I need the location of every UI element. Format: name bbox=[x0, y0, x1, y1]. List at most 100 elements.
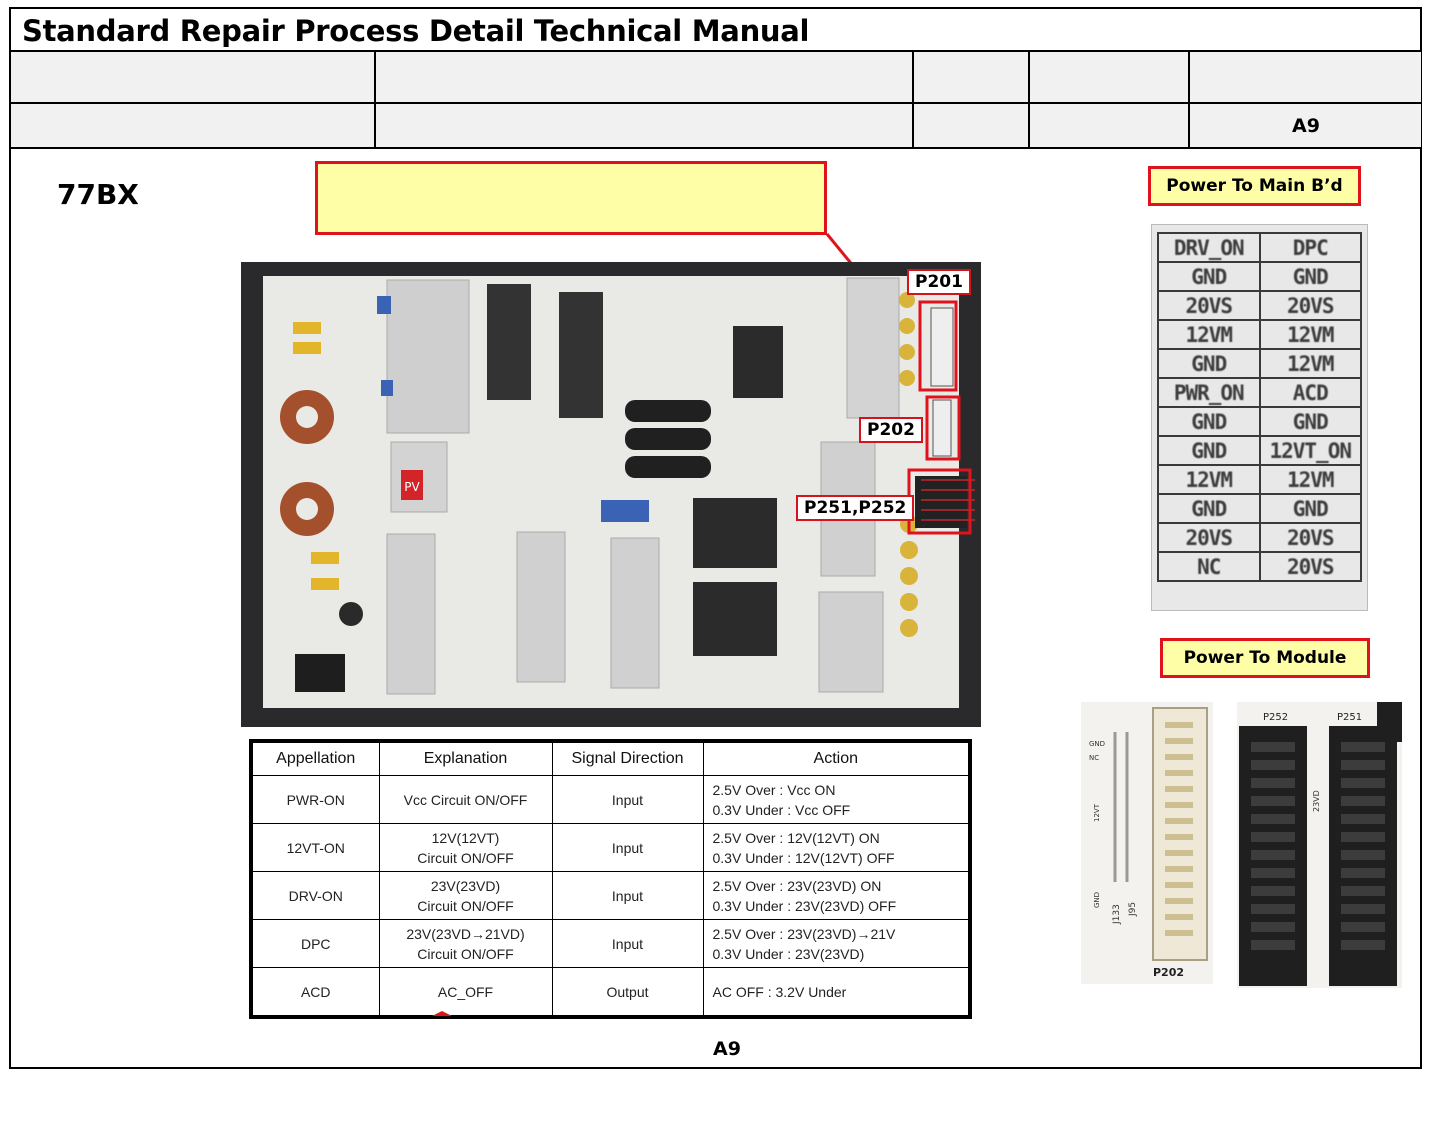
cell-explanation: 12V(12VT)Circuit ON/OFF bbox=[378, 823, 553, 872]
pin-map-cell: 12VT_ON bbox=[1258, 435, 1362, 466]
cell-direction: Input bbox=[551, 871, 704, 920]
header-grid bbox=[11, 52, 1421, 148]
pin-map-cell: PWR_ON bbox=[1157, 377, 1261, 408]
power-to-module-tag: Power To Module bbox=[1160, 638, 1370, 678]
connector-label-p202: P202 bbox=[859, 417, 923, 443]
red-caret-mark bbox=[432, 1011, 452, 1016]
header-row-divider bbox=[11, 102, 1421, 104]
power-board-photo: PV bbox=[241, 262, 981, 727]
pin-map-cell: DRV_ON bbox=[1157, 232, 1261, 263]
pin-map-cell: 12VM bbox=[1157, 464, 1261, 495]
pin-map-cell: 12VM bbox=[1157, 319, 1261, 350]
header-col-divider bbox=[912, 52, 914, 148]
cell-explanation: 23V(23VD→21VD)Circuit ON/OFF bbox=[378, 919, 553, 968]
cell-explanation: 23V(23VD)Circuit ON/OFF bbox=[378, 871, 553, 920]
p202-connector-photo: GND NC 12VT GND J133 J95 P202 bbox=[1081, 702, 1213, 984]
col-header: Signal Direction bbox=[551, 740, 704, 776]
pin-map-cell: GND bbox=[1157, 406, 1261, 437]
cell-direction: Input bbox=[551, 919, 704, 968]
table-row: 12VT-ON 12V(12VT)Circuit ON/OFF Input 2.… bbox=[250, 823, 971, 872]
pin-map-cell: GND bbox=[1258, 493, 1362, 524]
p251-p252-connector-photo: P252 P251 23VD bbox=[1237, 702, 1402, 988]
connector-label-p251-p252: P251,P252 bbox=[796, 495, 915, 521]
table-row: PWR-ON Vcc Circuit ON/OFF Input 2.5V Ove… bbox=[250, 775, 971, 824]
col-header: Appellation bbox=[250, 740, 380, 776]
photo-label-p202: P202 bbox=[1153, 966, 1184, 979]
cell-appellation: 12VT-ON bbox=[250, 823, 380, 872]
pin-map-cell: 20VS bbox=[1157, 290, 1261, 321]
pin-map-cell: DPC bbox=[1258, 232, 1362, 263]
pv-label: PV bbox=[404, 480, 420, 494]
header-bottom-divider bbox=[9, 147, 1422, 149]
cell-explanation: Vcc Circuit ON/OFF bbox=[378, 775, 553, 824]
photo-label-p251: P251 bbox=[1337, 712, 1362, 723]
pin-map-cell: NC bbox=[1157, 551, 1261, 582]
pin-map-cell: 12VM bbox=[1258, 464, 1362, 495]
silk-label: 12VT bbox=[1093, 803, 1101, 822]
model-label: 77BX bbox=[57, 178, 139, 211]
cell-direction: Output bbox=[551, 967, 704, 1018]
col-header: Explanation bbox=[378, 740, 553, 776]
cell-direction: Input bbox=[551, 775, 704, 824]
pin-map-cell: 20VS bbox=[1258, 290, 1362, 321]
title-divider bbox=[11, 50, 1421, 52]
cell-appellation: ACD bbox=[250, 967, 380, 1018]
photo-label-p252: P252 bbox=[1263, 712, 1288, 723]
silk-label: J133 bbox=[1112, 904, 1122, 925]
pin-map-cell: GND bbox=[1157, 348, 1261, 379]
cell-explanation: AC_OFF bbox=[378, 967, 553, 1018]
cell-appellation: DPC bbox=[250, 919, 380, 968]
header-col-divider bbox=[1028, 52, 1030, 148]
pin-map-cell: GND bbox=[1157, 435, 1261, 466]
cell-direction: Input bbox=[551, 823, 704, 872]
callout-note-box bbox=[315, 161, 827, 235]
pin-map-cell: GND bbox=[1258, 261, 1362, 292]
pin-map-cell: GND bbox=[1157, 261, 1261, 292]
pin-map-cell: 20VS bbox=[1157, 522, 1261, 553]
silk-label: J95 bbox=[1128, 902, 1138, 917]
footer-doc-code: A9 bbox=[713, 1038, 741, 1060]
table-row: DRV-ON 23V(23VD)Circuit ON/OFF Input 2.5… bbox=[250, 871, 971, 920]
connector-label-p201: P201 bbox=[907, 269, 971, 295]
header-col-divider bbox=[1188, 52, 1190, 148]
pin-map-cell: 20VS bbox=[1258, 522, 1362, 553]
pin-map-cell: GND bbox=[1258, 406, 1362, 437]
power-to-main-tag: Power To Main B’d bbox=[1148, 166, 1361, 206]
silk-label: GND bbox=[1093, 892, 1101, 908]
pin-map-cell: 12VM bbox=[1258, 319, 1362, 350]
table-row: DPC 23V(23VD→21VD)Circuit ON/OFF Input 2… bbox=[250, 919, 971, 968]
page-title: Standard Repair Process Detail Technical… bbox=[22, 14, 810, 48]
pin-map-cell: 20VS bbox=[1258, 551, 1362, 582]
silk-label: NC bbox=[1089, 754, 1099, 762]
table-header-row: Appellation Explanation Signal Direction… bbox=[250, 740, 971, 776]
pin-map-cell: GND bbox=[1157, 493, 1261, 524]
pin-map-cell: ACD bbox=[1258, 377, 1362, 408]
signal-table: Appellation Explanation Signal Direction… bbox=[249, 739, 972, 1019]
table-row: ACD AC_OFF Output AC OFF : 3.2V Under bbox=[250, 967, 971, 1018]
pin-map-cell: 12VM bbox=[1258, 348, 1362, 379]
silk-label: GND bbox=[1089, 740, 1105, 748]
header-col-divider bbox=[374, 52, 376, 148]
cell-appellation: DRV-ON bbox=[250, 871, 380, 920]
cell-appellation: PWR-ON bbox=[250, 775, 380, 824]
col-header: Action bbox=[702, 740, 971, 776]
cell-action: AC OFF : 3.2V Under bbox=[702, 967, 971, 1018]
